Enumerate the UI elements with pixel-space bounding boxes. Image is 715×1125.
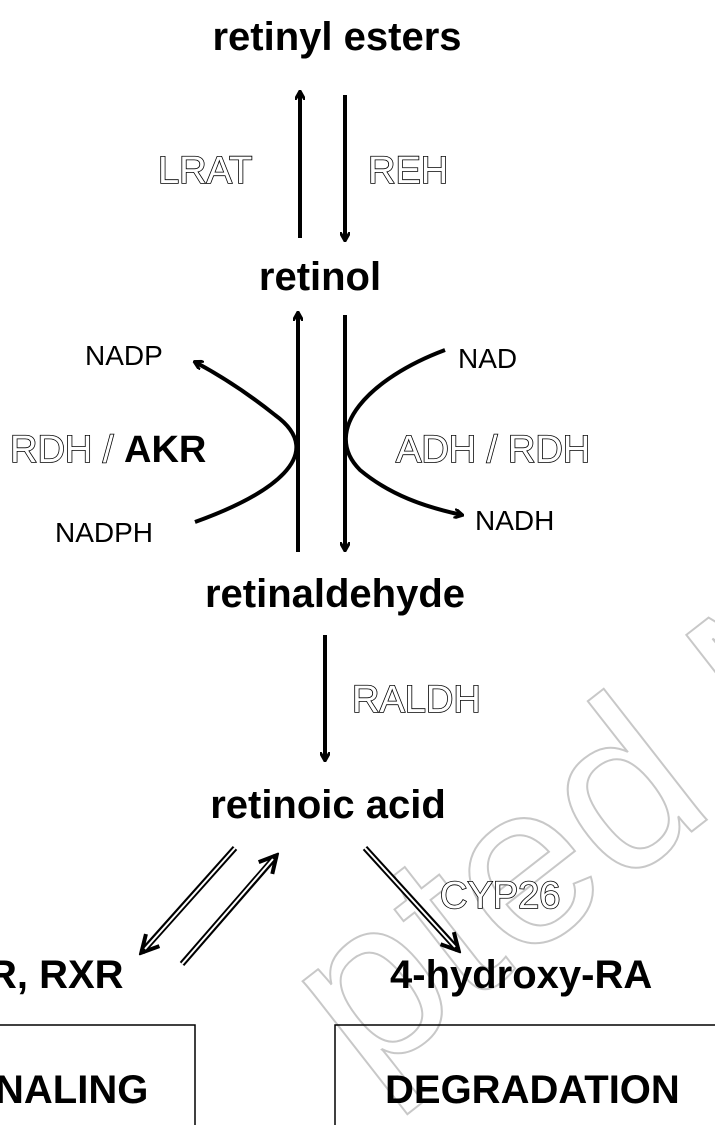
node-receptors: R, RXR <box>0 953 124 997</box>
enzyme-adh-rdh: ADH / RDH <box>396 429 590 471</box>
box-signaling <box>0 1024 196 1125</box>
enzyme-reh: REH <box>368 150 448 192</box>
enzyme-rdh-akr: RDH / AKR <box>10 429 206 471</box>
cofactor-nadp: NADP <box>85 340 163 371</box>
curve-nadph-to-nadp <box>195 362 299 524</box>
cofactor-nad: NAD <box>458 343 517 374</box>
node-retinyl-esters: retinyl esters <box>212 15 461 59</box>
node-retinoic-acid: retinoic acid <box>210 783 446 827</box>
enzyme-cyp26: CYP26 <box>440 875 560 917</box>
node-4-hydroxy-ra: 4-hydroxy-RA <box>390 953 652 997</box>
cofactor-nadph: NADPH <box>55 517 153 548</box>
enzyme-lrat: LRAT <box>158 150 252 192</box>
enzyme-raldh: RALDH <box>352 679 481 721</box>
box-degradation-label: DEGRADATION <box>385 1068 680 1112</box>
node-retinol: retinol <box>259 255 381 299</box>
box-degradation <box>334 1024 715 1125</box>
cofactor-nadh: NADH <box>475 505 554 536</box>
curve-nad-to-nadh <box>343 348 462 515</box>
node-retinaldehyde: retinaldehyde <box>205 572 465 616</box>
box-signaling-label: NALING <box>0 1068 148 1112</box>
